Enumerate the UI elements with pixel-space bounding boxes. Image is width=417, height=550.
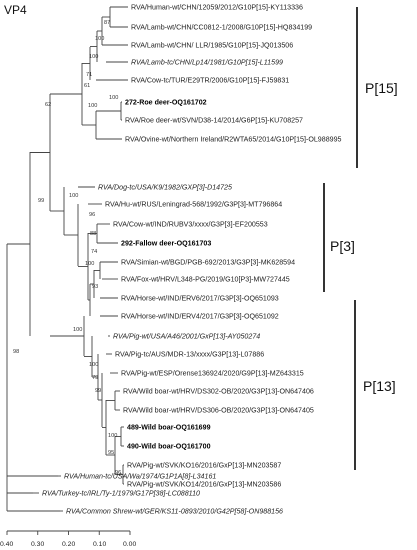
taxon-label: RVA/Turkey-tc/IRL/Ty-1/1979/G17P[38]-LC0…: [42, 490, 200, 498]
bootstrap-value: 100: [109, 95, 118, 101]
scale-label-3: 0.10: [93, 541, 106, 548]
taxon-label: RVA/Lamb-wt/CHN/ LLR/1985/G10P[15]-JQ013…: [131, 42, 293, 50]
bootstrap-value: 74: [91, 249, 97, 255]
taxon-label: RVA/Pig-tc/AUS/MDR-13/xxxx/G3P[13]-L0788…: [115, 351, 264, 359]
taxon-label: RVA/Pig-wt/ESP/Orense136924/2020/G9P[13]…: [121, 370, 304, 378]
scale-label-4: 0.00: [123, 541, 136, 548]
taxon-label: RVA/Pig-wt/USA/A46/2001/GxP[13]-AY050274: [113, 333, 260, 341]
figure-title: VP4: [4, 3, 27, 17]
taxon-labels: RVA/Human-wt/CHN/12059/2012/G10P[15]-KY1…: [42, 4, 342, 516]
taxon-label: RVA/Human-wt/CHN/12059/2012/G10P[15]-KY1…: [131, 4, 303, 12]
taxon-label: RVA/Wild boar-wt/HRV/DS306-OB/2020/G3P[1…: [123, 407, 314, 415]
bootstrap-value: 100: [73, 327, 82, 333]
taxon-label: RVA/Fox-wt/HRV/L348-PG/2019/G10[P3]-MW72…: [121, 276, 290, 284]
scale-label-2: 0.20: [62, 541, 75, 548]
taxon-label: RVA/Lamb-tc/CHN/Lp14/1981/G10P[15]-L1159…: [131, 59, 283, 67]
bootstrap-value: 95: [108, 450, 114, 456]
bootstrap-value: 88: [90, 231, 96, 237]
clade-label-p3: P[3]: [330, 238, 355, 254]
taxon-label: RVA/Simian-wt/BGD/PGB-692/2013/G3P[3]-MK…: [121, 259, 295, 267]
taxon-label: RVA/Horse-wt/IND/ERV6/2017/G3P[3]-OQ6510…: [121, 295, 279, 303]
bootstrap-value: 99: [95, 388, 101, 394]
bootstrap-value: 96: [89, 212, 95, 218]
taxon-label: RVA/Dog-tc/USA/K9/1982/GXP[3]-D14725: [98, 184, 232, 192]
taxon-label: RVA/Horse-wt/IND/ERV4/2017/G3P[3]-OQ6510…: [121, 313, 279, 321]
taxon-label: RVA/Ovine-wt/Northern Ireland/R2WTA65/20…: [125, 136, 342, 144]
scale-axis: 0.40 0.30 0.20 0.10 0.00: [0, 530, 136, 548]
taxon-label: RVA/Roe deer-wt/SVN/D38-14/2014/G6P[15]-…: [125, 117, 303, 125]
bootstrap-value: 61: [84, 83, 90, 89]
tree-branches: [6, 6, 128, 512]
bootstrap-values: 87 100 100 71 61 100 100 62 100 96 88 74 100 93 99 100 1…: [13, 20, 121, 476]
scale-label-1: 0.30: [31, 541, 44, 548]
bootstrap-value: 96: [115, 470, 121, 476]
taxon-label: 272-Roe deer-OQ161702: [125, 99, 207, 107]
taxon-label: RVA/Cow-wt/IND/RUBV3/xxxx/G3P[3]-EF20055…: [113, 221, 268, 229]
taxon-label: 489-Wild boar-OQ161699: [127, 424, 211, 432]
taxon-label: RVA/Pig-wt/SVK/KO16/2016/GxP[13]-MN20358…: [127, 462, 281, 470]
bootstrap-value: 100: [88, 103, 97, 109]
bootstrap-value: 93: [92, 284, 98, 290]
scale-label-0: 0.40: [0, 541, 13, 548]
bootstrap-value: 100: [108, 433, 117, 439]
bootstrap-value: 62: [45, 102, 51, 108]
taxon-label: RVA/Human-tc/USA/Wa/1974/G1P1A[8]-L34161: [64, 473, 216, 481]
taxon-label: RVA/Lamb-wt/CHN/CC0812-1/2008/G10P[15]-H…: [131, 24, 312, 32]
taxon-label: RVA/Pig-wt/SVK/KO14/2016/GxP[13]-MN20358…: [127, 481, 281, 489]
taxon-label: RVA/Common Shrew-wt/GER/KS11-0893/2010/G…: [66, 508, 283, 516]
bootstrap-value: 100: [95, 36, 104, 42]
taxon-label: RVA/Hu-wt/RUS/Leningrad-568/1992/G3P[3]-…: [105, 201, 282, 209]
bootstrap-value: 100: [85, 261, 94, 267]
bootstrap-value: 98: [13, 349, 19, 355]
bootstrap-value: 100: [69, 193, 78, 199]
bootstrap-value: 100: [89, 362, 98, 368]
taxon-label: RVA/Cow-tc/TUR/E29TR/2006/G10P[15]-FJ598…: [131, 77, 289, 85]
bootstrap-value: 100: [89, 54, 98, 60]
bootstrap-value: 99: [38, 198, 44, 204]
bootstrap-value: 79: [92, 375, 98, 381]
taxon-label: 292-Fallow deer-OQ161703: [121, 240, 211, 248]
taxon-label: RVA/Wild boar-wt/HRV/DS302-OB/2020/G3P[1…: [123, 388, 314, 396]
clade-label-p13: P[13]: [363, 378, 396, 394]
taxon-label: 490-Wild boar-OQ161700: [127, 443, 211, 451]
clade-label-p15: P[15]: [365, 80, 398, 96]
bootstrap-value: 87: [104, 20, 110, 26]
bootstrap-value: 71: [86, 72, 92, 78]
